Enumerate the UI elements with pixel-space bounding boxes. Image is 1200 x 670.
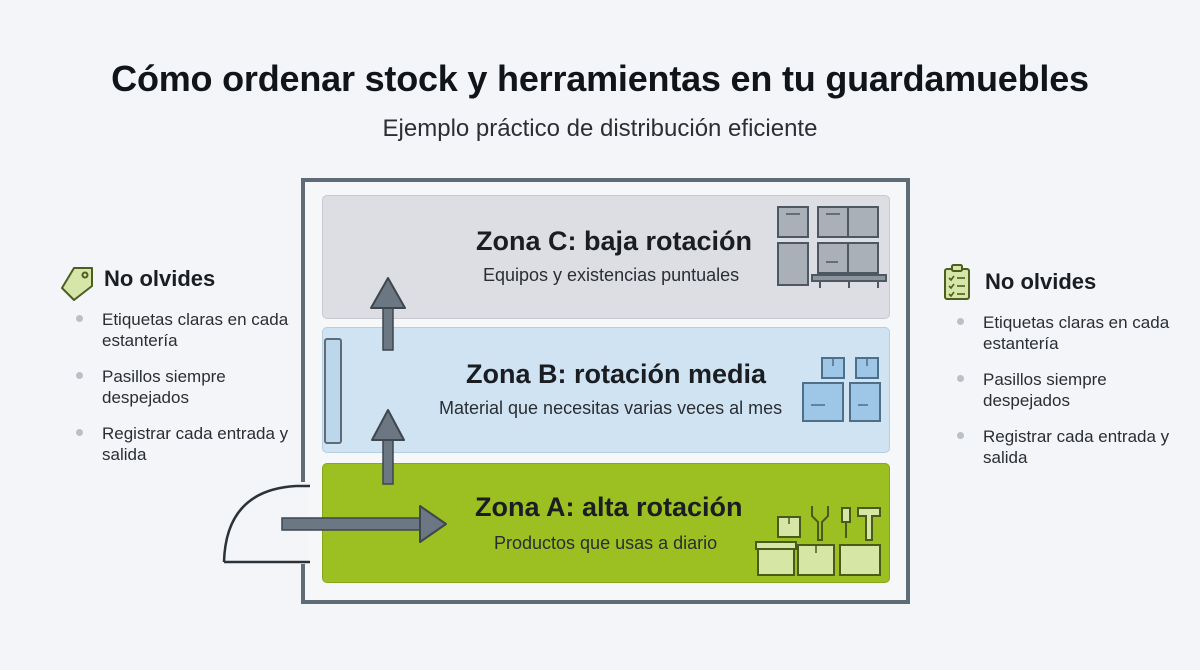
list-item: Registrar cada entrada y salida xyxy=(74,423,304,465)
page-title: Cómo ordenar stock y herramientas en tu … xyxy=(111,58,1089,99)
flow-arrow-up-upper-icon xyxy=(370,277,406,351)
bullet-icon xyxy=(957,432,964,439)
clipboard-checklist-icon xyxy=(944,264,970,300)
list-item: Pasillos siempre despejados xyxy=(74,366,304,408)
side-shelf-rack xyxy=(324,338,342,444)
list-item: Registrar cada entrada y salida xyxy=(955,426,1185,468)
zone-c-description: Equipos y existencias puntuales xyxy=(483,265,740,285)
pallet-boxes-icon xyxy=(777,206,887,288)
note-left-list: Etiquetas claras en cada estantería Pasi… xyxy=(74,309,304,465)
note-right-header: No olvides xyxy=(955,266,1185,298)
note-right-list: Etiquetas claras en cada estantería Pasi… xyxy=(955,312,1185,468)
bullet-icon xyxy=(76,372,83,379)
zone-a-description: Productos que usas a diario xyxy=(494,533,718,553)
zone-c-title: Zona C: baja rotación xyxy=(476,226,753,256)
page-subtitle: Ejemplo práctico de distribución eficien… xyxy=(382,115,818,142)
list-item: Etiquetas claras en cada estantería xyxy=(74,309,304,351)
bullet-icon xyxy=(76,429,83,436)
note-left-title: No olvides xyxy=(104,266,216,291)
note-right-title: No olvides xyxy=(985,269,1097,294)
note-left: No olvides Etiquetas claras en cada esta… xyxy=(74,263,304,480)
list-item: Pasillos siempre despejados xyxy=(955,369,1185,411)
bullet-icon xyxy=(76,315,83,322)
flow-arrow-up-lower-icon xyxy=(371,409,405,485)
bullet-icon xyxy=(957,318,964,325)
tools-boxes-icon xyxy=(755,506,881,576)
stacked-boxes-icon xyxy=(802,357,881,422)
zone-a-title: Zona A: alta rotación xyxy=(475,492,743,522)
zone-b xyxy=(322,327,890,453)
zone-b-description: Material que necesitas varias veces al m… xyxy=(439,398,783,418)
note-right: No olvides Etiquetas claras en cada esta… xyxy=(955,266,1185,483)
tag-icon xyxy=(61,267,93,301)
note-left-header: No olvides xyxy=(74,263,304,295)
flow-arrow-right-icon xyxy=(281,505,447,543)
bullet-icon xyxy=(957,375,964,382)
list-item: Etiquetas claras en cada estantería xyxy=(955,312,1185,354)
zone-b-title: Zona B: rotación media xyxy=(466,359,767,389)
